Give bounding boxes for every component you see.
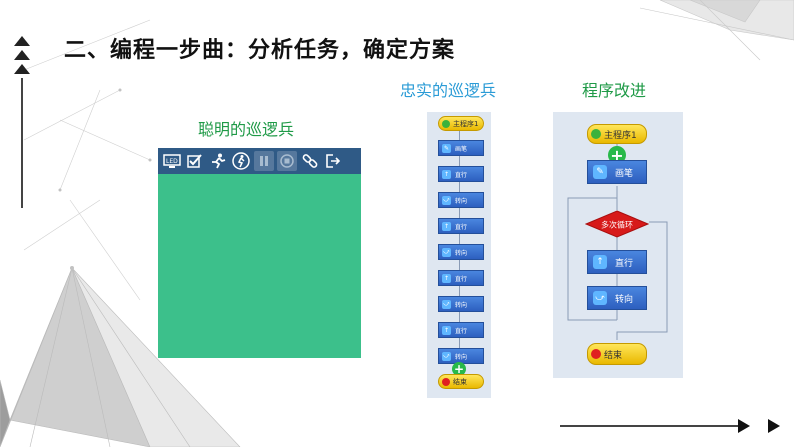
flow-block[interactable]: ⤻ 转向 bbox=[438, 296, 484, 312]
led-label: LED bbox=[166, 158, 178, 165]
straight-block[interactable]: ↑ 直行 bbox=[587, 250, 647, 274]
loyal-patroller-caption: 忠实的巡逻兵 bbox=[400, 81, 497, 100]
improved-end-block[interactable]: 结束 bbox=[587, 343, 647, 365]
flow-block[interactable]: ✎ 画笔 bbox=[438, 140, 484, 156]
exit-icon[interactable] bbox=[323, 151, 343, 171]
flow-block-label: 转向 bbox=[455, 197, 468, 205]
flow-block[interactable]: ↑ 直行 bbox=[438, 322, 484, 338]
end-block[interactable]: 结束 bbox=[438, 374, 484, 389]
turn-block[interactable]: ⤻ 转向 bbox=[587, 286, 647, 310]
turn-icon: ⤻ bbox=[442, 195, 451, 205]
stop-icon[interactable] bbox=[277, 151, 297, 171]
speed-icon[interactable] bbox=[231, 151, 251, 171]
start-dot-icon bbox=[591, 129, 601, 139]
add-block-icon[interactable]: + bbox=[452, 362, 466, 376]
stage-canvas[interactable] bbox=[158, 148, 361, 358]
check-icon[interactable] bbox=[185, 151, 205, 171]
add-block-icon[interactable]: + bbox=[608, 146, 626, 165]
left-polyhedron bbox=[0, 267, 241, 447]
led-icon[interactable]: LED bbox=[162, 151, 182, 171]
arrow-up-icon: ↑ bbox=[442, 169, 451, 179]
flow-block-label: 画笔 bbox=[455, 145, 468, 153]
turn-icon: ⤻ bbox=[442, 247, 451, 257]
flow-block[interactable]: ↑ 直行 bbox=[438, 166, 484, 182]
up-arrow-icon bbox=[14, 64, 30, 74]
improved-start-block[interactable]: 主程序1 bbox=[587, 124, 647, 144]
left-frame-line bbox=[21, 78, 23, 208]
loop-block-label: 多次循环 bbox=[601, 220, 633, 230]
arrow-up-icon: ↑ bbox=[442, 325, 451, 335]
pause-icon[interactable] bbox=[254, 151, 274, 171]
loop-connectors bbox=[567, 142, 668, 340]
improved-program-caption: 程序改进 bbox=[582, 81, 647, 100]
stage-toolbar: LED bbox=[158, 148, 361, 174]
flow-block[interactable]: ⤻ 转向 bbox=[438, 244, 484, 260]
top-right-polygon bbox=[639, 0, 794, 61]
flow-block-label: 直行 bbox=[455, 275, 468, 283]
up-arrow-icon bbox=[14, 50, 30, 60]
start-block[interactable]: 主程序1 bbox=[438, 116, 484, 131]
arrow-up-icon: ↑ bbox=[442, 273, 451, 283]
loop-block[interactable]: 多次循环 bbox=[585, 210, 649, 238]
turn-block-label: 转向 bbox=[615, 294, 634, 305]
flow-block[interactable]: ↑ 直行 bbox=[438, 270, 484, 286]
flow-block-label: 转向 bbox=[455, 249, 468, 257]
end-dot-icon bbox=[591, 349, 601, 359]
left-network-lines bbox=[23, 19, 151, 301]
pen-block-label: 画笔 bbox=[615, 168, 634, 179]
arrow-up-icon: ↑ bbox=[442, 221, 451, 231]
flow-block-label: 转向 bbox=[455, 301, 468, 309]
improved-end-label: 结束 bbox=[604, 350, 623, 361]
bottom-frame-line bbox=[560, 425, 740, 427]
turn-icon: ⤻ bbox=[442, 299, 451, 309]
improved-start-label: 主程序1 bbox=[604, 130, 637, 141]
start-block-label: 主程序1 bbox=[453, 119, 479, 128]
right-arrow-icon bbox=[738, 419, 750, 433]
start-dot-icon bbox=[442, 119, 450, 128]
flow-block-label: 直行 bbox=[455, 171, 468, 179]
flow-block[interactable]: ↑ 直行 bbox=[438, 218, 484, 234]
flow-block[interactable]: ⤻ 转向 bbox=[438, 192, 484, 208]
turn-icon: ⤻ bbox=[593, 291, 607, 305]
turn-icon: ⤻ bbox=[442, 351, 451, 361]
straight-block-label: 直行 bbox=[615, 258, 634, 269]
smart-patroller-caption: 聪明的巡逻兵 bbox=[198, 120, 295, 139]
right-arrow-icon bbox=[768, 419, 780, 433]
link-icon[interactable] bbox=[300, 151, 320, 171]
flow-block-label: 转向 bbox=[455, 353, 468, 361]
up-arrow-icon bbox=[14, 36, 30, 46]
run-icon[interactable] bbox=[208, 151, 228, 171]
arrow-up-icon: ↑ bbox=[593, 255, 607, 269]
end-block-label: 结束 bbox=[453, 377, 467, 386]
pen-block[interactable]: ✎ 画笔 bbox=[587, 160, 647, 184]
pen-icon: ✎ bbox=[442, 143, 451, 153]
network-dots bbox=[58, 88, 152, 270]
page-title: 二、编程一步曲：分析任务，确定方案 bbox=[64, 38, 456, 63]
flow-block-label: 直行 bbox=[455, 327, 468, 335]
flow-block-label: 直行 bbox=[455, 223, 468, 231]
pen-icon: ✎ bbox=[593, 165, 607, 179]
end-dot-icon bbox=[442, 377, 450, 386]
